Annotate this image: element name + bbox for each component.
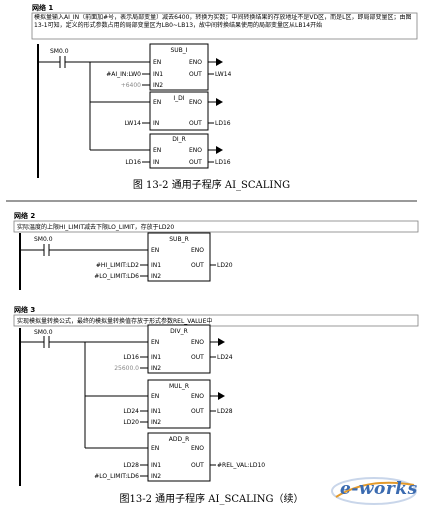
out-label: OUT [189,120,202,127]
network-3-comment: 实现模拟量转换公式，最终的模拟量转换值存放于形式参数REL_VALUE中 [17,317,212,325]
box-title: SUB_I [170,47,187,54]
en-label: EN [153,99,161,106]
in1-label: IN1 [151,408,161,415]
mul-r-in2-operand[interactable]: LD20 [123,419,139,426]
out-label: OUT [189,71,202,78]
eno-label: ENO [189,99,202,106]
en-label: EN [151,445,159,452]
eno-arrow-icon [218,338,225,346]
network-1-title: 网络 1 [32,3,53,12]
eno-label: ENO [191,339,204,346]
in-label: IN [153,159,159,166]
network-2[interactable]: 网络 2 实际温度的上限HI_LIMIT减去下限LO_LIMIT，存放于LD20… [13,211,419,290]
eno-label: ENO [189,59,202,66]
network-3-contact-label: SM0.0 [34,329,53,336]
network-3[interactable]: 网络 3 实现模拟量转换公式，最终的模拟量转换值存放于形式参数REL_VALUE… [13,305,419,486]
e-works-logo: e-works [328,473,420,509]
figure-caption-2: 图13-2 通用子程序 AI_SCALING（续） [119,494,304,505]
network-3-contact[interactable] [20,336,148,348]
sub-i-in2-operand[interactable]: +6400 [121,82,141,89]
network-1-comment-box[interactable] [31,12,418,40]
di-r-box[interactable]: DI_R EN ENO IN OUT [149,133,209,169]
add-r-in1-operand[interactable]: LD28 [123,462,139,469]
out-label: OUT [191,462,204,469]
eno-arrow-icon [218,392,225,400]
en-label: EN [151,339,159,346]
sub-r-box[interactable]: SUB_R EN ENO IN1 OUT IN2 [147,232,211,282]
network-1-contact-label: SM0.0 [50,48,69,55]
en-label: EN [153,59,161,66]
add-r-in2-operand[interactable]: #LO_LIMIT:LD6 [94,473,139,480]
eno-label: ENO [189,147,202,154]
i-di-box[interactable]: I_DI EN ENO IN OUT [149,91,209,131]
box-title: MUL_R [169,383,189,390]
mul-r-in1-operand[interactable]: LD24 [123,408,139,415]
figure-caption-1: 图 13-2 通用子程序 AI_SCALING [132,180,291,191]
network-1[interactable]: 网络 1 模拟量输入AI_IN（前面加#号，表示局部变量）减去6400，转换为实… [31,3,418,178]
div-r-box[interactable]: DIV_R EN ENO IN1 OUT IN2 [147,324,211,374]
eno-label: ENO [191,445,204,452]
in1-label: IN1 [153,71,163,78]
in2-label: IN2 [151,473,161,480]
in1-label: IN1 [151,262,161,269]
in2-label: IN2 [153,82,163,89]
mul-r-box[interactable]: MUL_R EN ENO IN1 OUT IN2 [147,379,211,429]
logo-text: e-works [340,479,418,499]
sub-r-out-operand[interactable]: LD20 [217,262,233,269]
network-2-comment-box[interactable] [13,220,419,233]
logo-swoosh-icon [331,477,417,505]
section-divider [6,200,417,202]
di-r-out-operand[interactable]: LD16 [215,159,231,166]
di-r-in-operand[interactable]: LD16 [125,159,141,166]
in2-label: IN2 [151,419,161,426]
en-label: EN [153,147,161,154]
network-2-comment: 实际温度的上限HI_LIMIT减去下限LO_LIMIT，存放于LD20 [17,223,174,231]
mul-r-out-operand[interactable]: LD28 [217,408,233,415]
en-label: EN [151,247,159,254]
network-3-title: 网络 3 [14,305,35,314]
add-r-out-operand[interactable]: #REL_VAL:LD10 [217,462,265,469]
sub-i-in1-operand[interactable]: #AI_IN:LW0 [106,71,141,78]
eno-arrow-icon [216,146,223,154]
box-title: DI_R [172,136,186,143]
box-title: ADD_R [169,436,190,443]
in2-label: IN2 [151,365,161,372]
box-title: I_DI [173,95,184,102]
sub-r-in1-operand[interactable]: #HI_LIMIT:LD2 [96,262,139,269]
eno-arrow-icon [216,58,223,66]
i-di-out-operand[interactable]: LD16 [215,120,231,127]
out-label: OUT [191,262,204,269]
network-2-title: 网络 2 [14,211,35,220]
div-r-out-operand[interactable]: LD24 [217,354,233,361]
in-label: IN [153,120,159,127]
network-2-contact[interactable] [20,244,148,256]
network-1-comment: 模拟量输入AI_IN（前面加#号，表示局部变量）减去6400，转换为实数；中间转… [34,14,412,29]
box-title: DIV_R [170,328,188,335]
eno-label: ENO [191,393,204,400]
out-label: OUT [189,159,202,166]
i-di-in-operand[interactable]: LW14 [125,120,142,127]
network-2-contact-label: SM0.0 [34,236,53,243]
box-title: SUB_R [169,236,189,243]
network-3-comment-box[interactable] [13,314,419,327]
sub-i-out-operand[interactable]: LW14 [215,71,232,78]
sub-i-box[interactable]: SUB_I EN ENO IN1 OUT IN2 [149,43,209,91]
sub-r-in2-operand[interactable]: #LO_LIMIT:LD6 [94,273,139,280]
div-r-in2-operand[interactable]: 25600.0 [114,365,139,372]
in1-label: IN1 [151,354,161,361]
in2-label: IN2 [151,273,161,280]
add-r-box[interactable]: ADD_R EN ENO IN1 OUT IN2 [147,432,211,482]
div-r-in1-operand[interactable]: LD16 [123,354,139,361]
out-label: OUT [191,354,204,361]
eno-arrow-icon [216,98,223,106]
en-label: EN [151,393,159,400]
network-1-contact[interactable] [38,56,150,68]
eno-label: ENO [191,247,204,254]
in1-label: IN1 [151,462,161,469]
out-label: OUT [191,408,204,415]
